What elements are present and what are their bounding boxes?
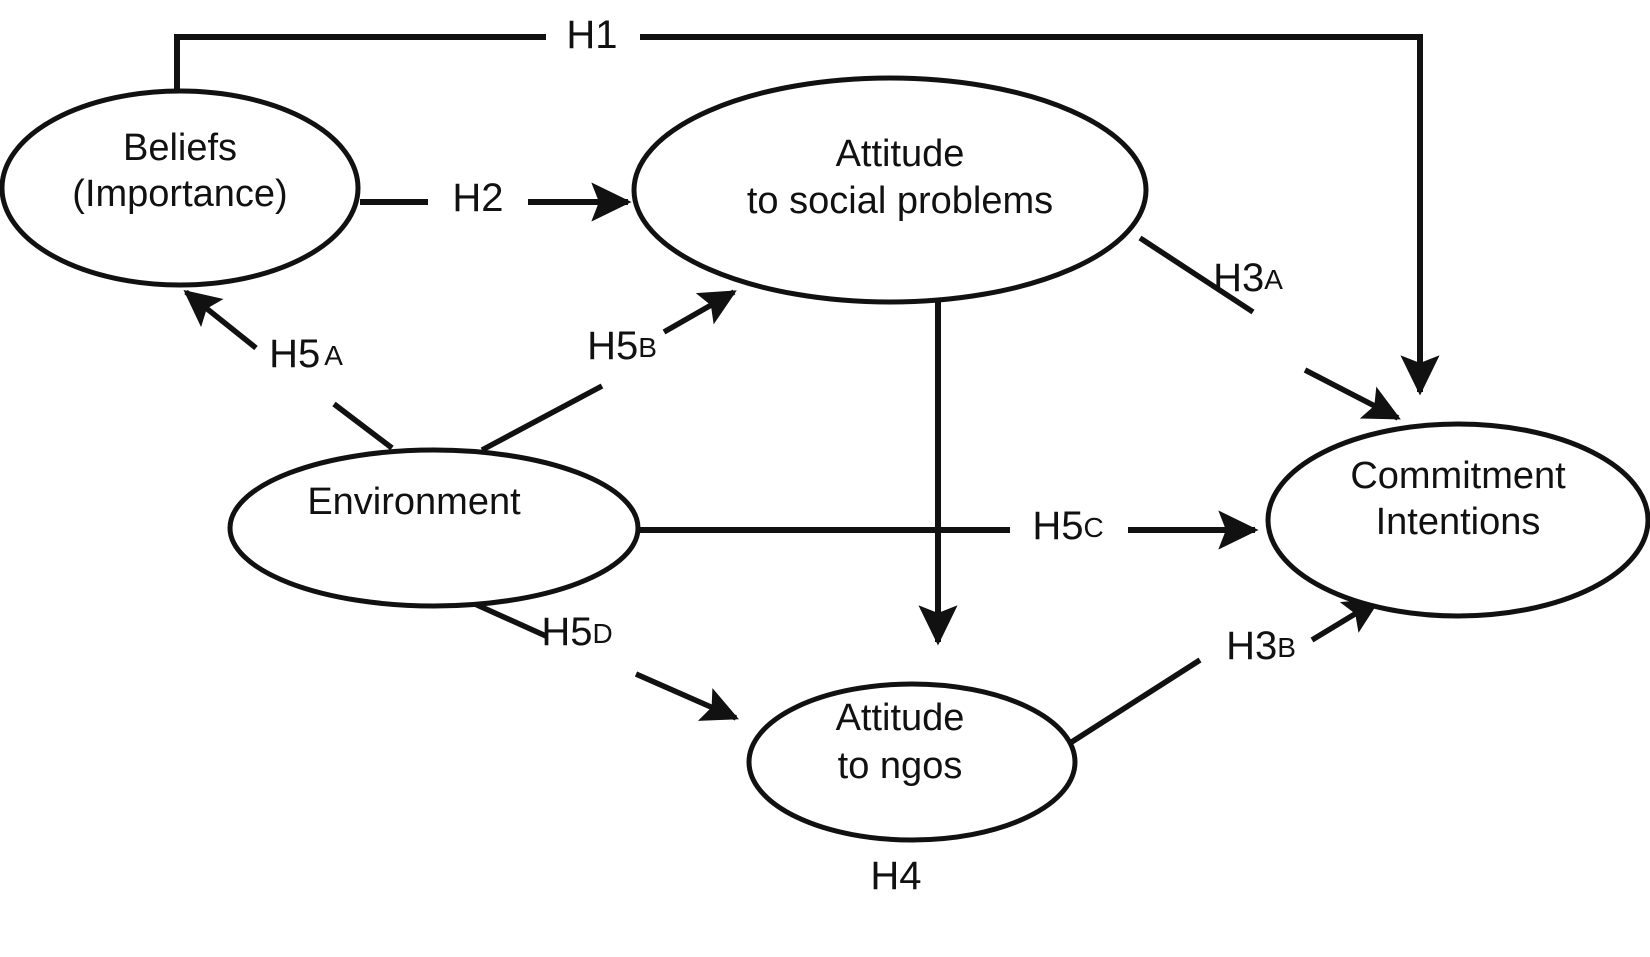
edge-h3a: H3A (1138, 235, 1401, 421)
edge-h1-segment-right (640, 34, 1440, 396)
edge-h5d: H5D (464, 597, 739, 721)
edge-label-h3a: H3A (1213, 256, 1283, 300)
edge-h3b-segment-lower (1065, 657, 1202, 748)
node-beliefs-label-line1: Beliefs (123, 127, 237, 169)
edge-label-h4: H4 (870, 854, 921, 898)
node-beliefs-shape[interactable] (0, 88, 361, 288)
node-beliefs[interactable]: Beliefs (Importance) (0, 88, 361, 288)
node-attitude-to-ngos[interactable]: Attitude to ngos (746, 681, 1078, 843)
node-attitude-to-ngos-label-line2: to ngos (838, 745, 963, 787)
node-attitude-to-ngos-label-line1: Attitude (836, 697, 965, 739)
edge-label-h3b: H3B (1226, 624, 1296, 668)
node-attitude-to-social-problems-label-line1: Attitude (836, 133, 965, 175)
edge-label-h2: H2 (452, 176, 503, 220)
edge-h5d-segment-lower (634, 671, 739, 721)
node-commitment-intentions-shape[interactable] (1265, 421, 1650, 619)
node-attitude-to-social-problems[interactable]: Attitude to social problems (631, 75, 1149, 305)
node-commitment-intentions-label-line2: Intentions (1376, 501, 1541, 543)
edge-label-h5b: H5B (587, 324, 657, 368)
edge-h2: H2 (360, 176, 632, 222)
edge-label-h5d: H5D (541, 610, 612, 654)
edge-label-h5c: H5C (1032, 504, 1103, 548)
node-beliefs-label-line2: (Importance) (72, 173, 287, 215)
edge-h5b-segment-upper (662, 289, 737, 335)
node-environment-label-line1: Environment (307, 481, 521, 523)
edge-h5a-segment-lower (332, 401, 394, 451)
edge-h4: H4 (870, 300, 958, 898)
edge-h5a-segment-upper (183, 289, 258, 351)
edge-h1: H1 (174, 13, 1440, 396)
node-attitude-to-social-problems-label-line2: to social problems (747, 180, 1053, 222)
node-commitment-intentions-label-line1: Commitment (1350, 455, 1566, 497)
edge-h3a-segment-lower (1303, 367, 1401, 421)
edge-h1-segment-left (174, 34, 546, 95)
edge-h5b-segment-lower (480, 383, 604, 453)
edge-h3a-segment-upper (1138, 235, 1255, 315)
node-commitment-intentions[interactable]: Commitment Intentions (1265, 421, 1650, 619)
node-environment-shape[interactable] (227, 447, 641, 609)
edge-h5c: H5C (638, 504, 1259, 550)
edge-h3b: H3B (1065, 597, 1381, 748)
node-environment[interactable]: Environment (227, 447, 641, 609)
node-attitude-to-social-problems-shape[interactable] (631, 75, 1149, 305)
edge-h5b: H5B (480, 289, 737, 453)
node-attitude-to-ngos-shape[interactable] (746, 681, 1078, 843)
edge-label-h1: H1 (566, 13, 617, 57)
